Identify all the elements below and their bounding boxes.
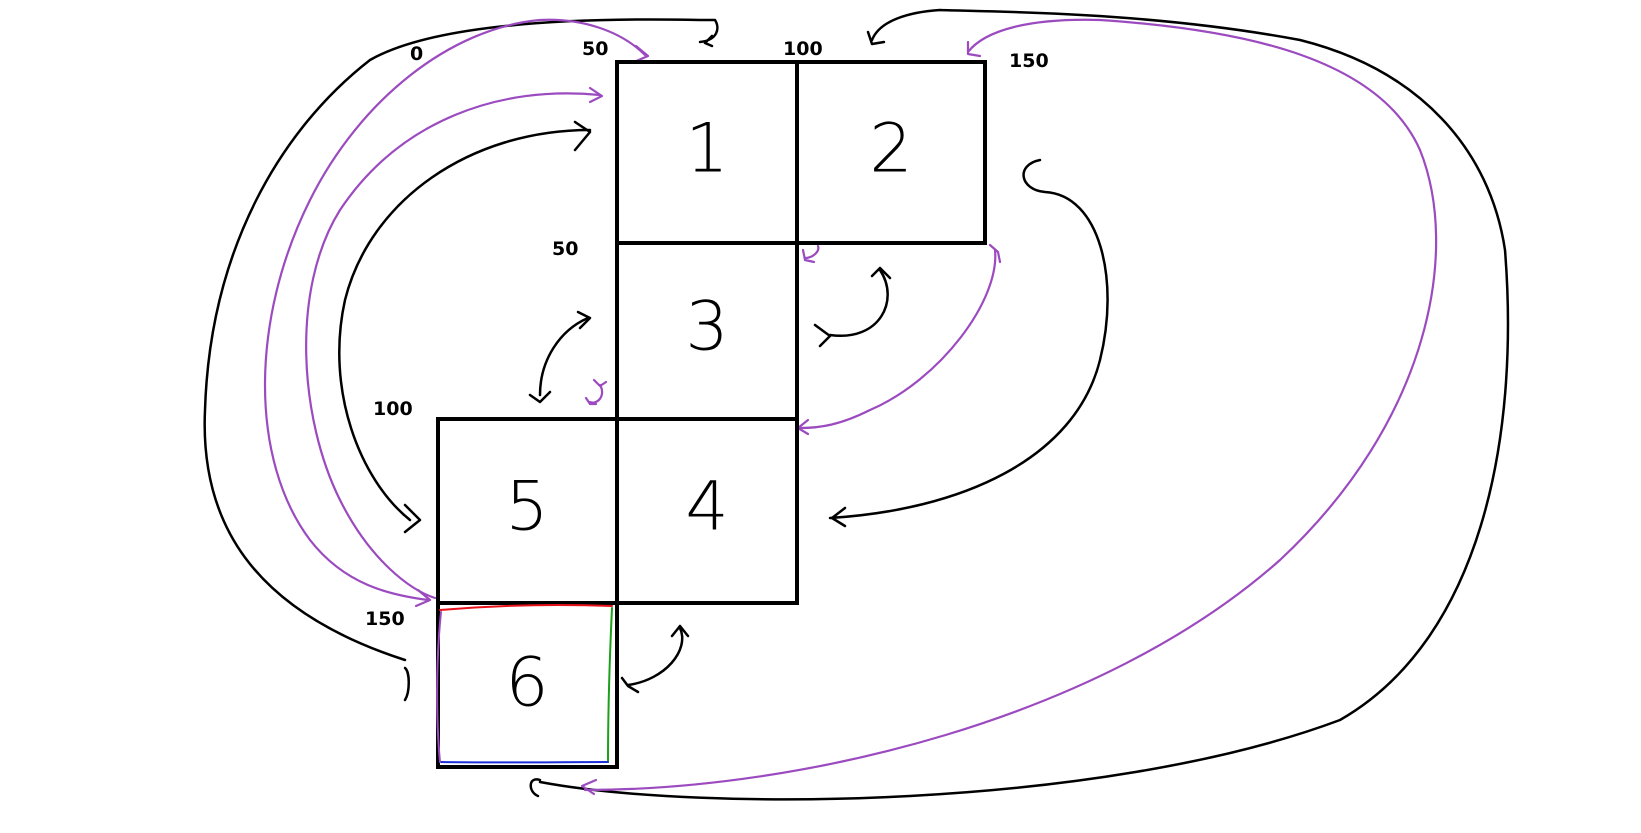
black-arrow-3-to-2 (813, 266, 892, 348)
purple-arrow-1-to-6 (263, 18, 647, 608)
face-5: 5 (436, 417, 619, 605)
face-4-label: 4 (685, 468, 728, 547)
purple-arrow-5-3-corner (584, 378, 608, 406)
purple-arrow-outer-to-2 (583, 18, 1438, 792)
purple-arrows (263, 18, 1438, 796)
black-arrow-outer-loop (538, 8, 1510, 801)
purple-arrow-3-2-corner (801, 244, 820, 264)
face-1: 1 (615, 60, 799, 245)
black-arrow-left-hook (403, 666, 410, 702)
black-arrow-bottom-hook (529, 778, 542, 798)
coordinate-labels: 0 50 100 150 50 100 150 (365, 38, 1049, 630)
face-4: 4 (615, 417, 799, 605)
purple-arrow-2-to-4 (796, 243, 1002, 436)
face-5-label: 5 (505, 468, 548, 547)
purple-arrow-1-to-5 (305, 92, 602, 600)
black-arrow-top-loop (203, 18, 719, 662)
face-6-label: 6 (505, 644, 548, 723)
coord-top-150: 150 (1009, 50, 1049, 72)
face-6: 6 (436, 601, 619, 769)
black-arrow-6-to-4 (620, 624, 690, 694)
face-3-label: 3 (685, 288, 728, 367)
face-6-right-edge (607, 607, 613, 763)
coord-left-50: 50 (552, 238, 578, 260)
face-1-label: 1 (685, 110, 728, 189)
coord-top-50: 50 (582, 38, 608, 60)
purple-arrow-6-bottom-tip (580, 778, 598, 796)
face-6-colored-edges (436, 604, 613, 764)
coord-top-100: 100 (783, 38, 823, 60)
black-arrow-1-to-5 (338, 128, 592, 534)
coord-top-0: 0 (410, 43, 423, 65)
face-3: 3 (615, 241, 799, 421)
purple-arrow-1-side-tip (588, 86, 604, 104)
face-2: 2 (795, 60, 987, 245)
face-2-label: 2 (869, 110, 912, 189)
black-arrow-3-to-5 (528, 310, 592, 404)
face-6-left-edge (436, 611, 442, 763)
face-6-top-edge (439, 604, 613, 611)
coord-left-100: 100 (373, 398, 413, 420)
black-arrow-2-to-4 (828, 158, 1109, 528)
coord-left-150: 150 (365, 608, 405, 630)
black-arrows (203, 8, 1510, 801)
black-arrow-1-tip (573, 120, 592, 152)
